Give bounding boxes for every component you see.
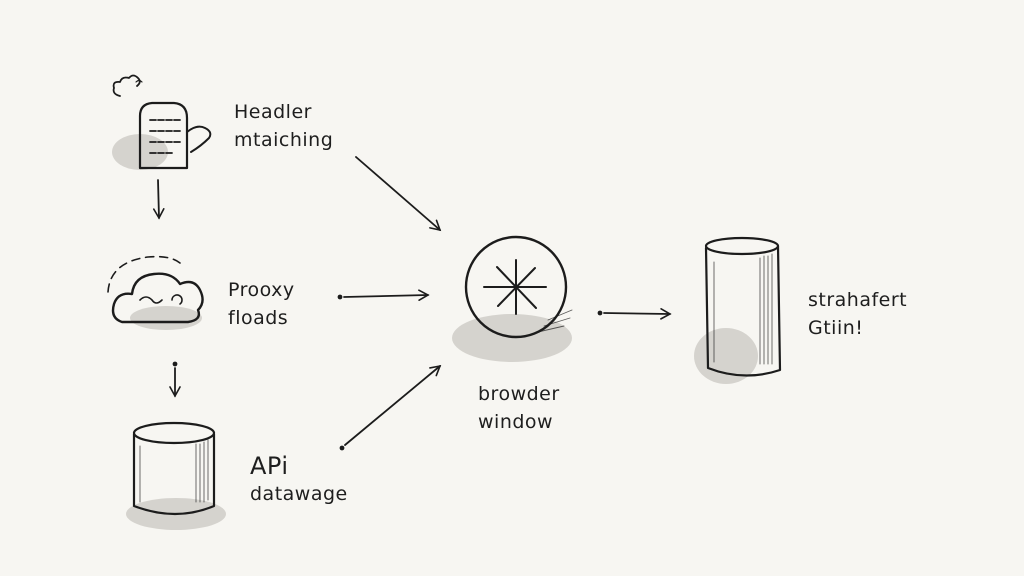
edge-header-to-proxy xyxy=(152,179,165,220)
edge-api-to-browser xyxy=(339,364,442,451)
label-browser-window: browder window xyxy=(478,380,560,436)
edge-proxy-to-api xyxy=(169,361,181,398)
label-api-datawage: APi datawage xyxy=(250,452,348,508)
compass-circle-icon xyxy=(452,235,573,362)
label-proxy-floads-line1: Prooxy xyxy=(228,279,295,301)
label-api-datawage-line1: APi xyxy=(250,452,289,480)
label-strahafert-line2: Gtiin! xyxy=(808,317,864,339)
label-header-matching-line2: mtaiching xyxy=(234,129,334,151)
label-strahafert: strahafert Gtiin! xyxy=(808,286,907,342)
label-header-matching-line1: Headler xyxy=(234,101,312,123)
label-browser-window-line1: browder xyxy=(478,383,560,405)
label-proxy-floads-line2: floads xyxy=(228,307,289,329)
edge-proxy-to-browser xyxy=(337,289,430,302)
label-strahafert-line1: strahafert xyxy=(808,289,908,311)
edge-browser-to-strahafert xyxy=(597,308,672,320)
tall-cylinder-icon xyxy=(694,236,782,384)
label-browser-window-line2: window xyxy=(478,411,554,433)
building-icon xyxy=(112,74,212,170)
cloud-icon xyxy=(107,255,204,330)
database-cylinder-icon xyxy=(126,421,226,530)
label-proxy-floads: Prooxy floads xyxy=(228,276,295,332)
label-api-datawage-line2: datawage xyxy=(250,483,348,505)
label-header-matching: Headler mtaiching xyxy=(234,98,333,154)
edge-header-to-browser xyxy=(355,156,442,232)
